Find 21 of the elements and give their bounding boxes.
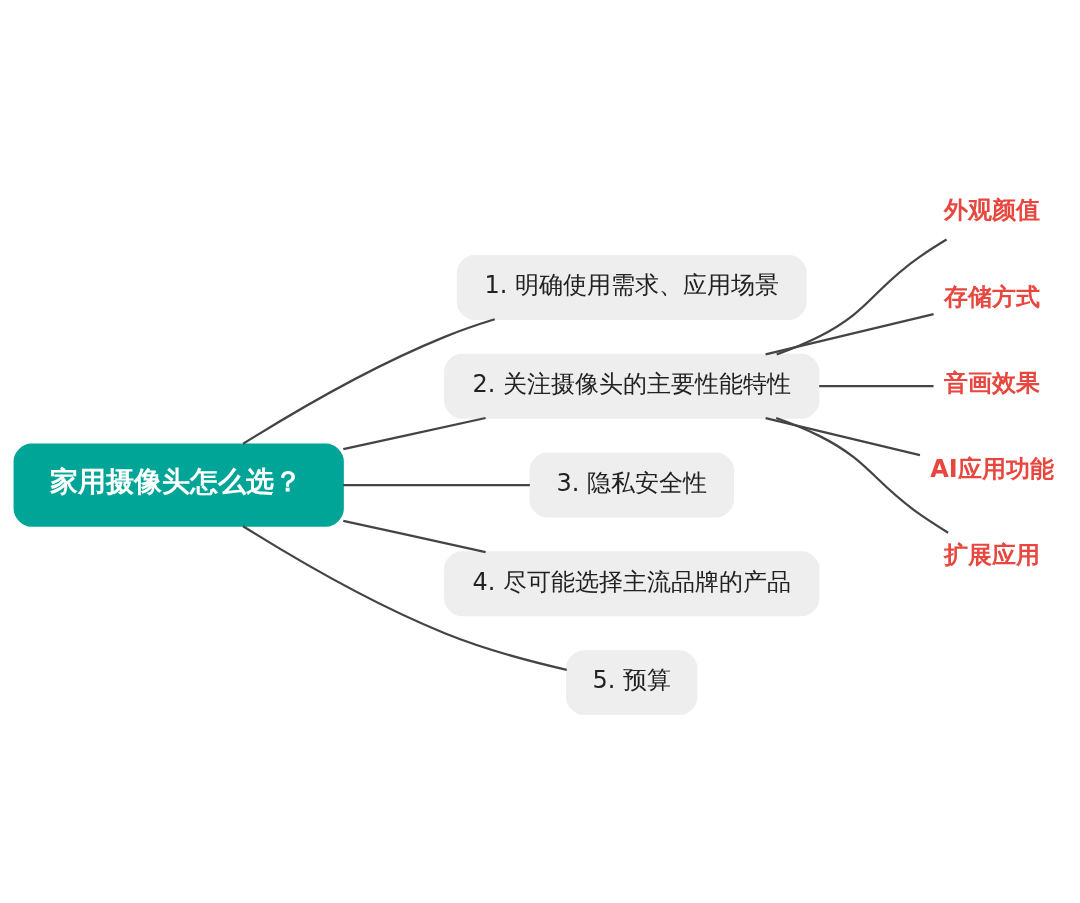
node-text: 外观颜值 bbox=[943, 196, 1040, 225]
connector bbox=[765, 416, 921, 457]
node-text: 音画效果 bbox=[943, 368, 1040, 397]
connector bbox=[242, 318, 496, 445]
node-box: 3. 隐私安全性 bbox=[529, 452, 735, 518]
node-text: 扩展应用 bbox=[943, 540, 1040, 569]
node-box: 家用摄像头怎么选？ bbox=[13, 443, 344, 527]
connector bbox=[776, 238, 948, 356]
node-box: 1. 明确使用需求、应用场景 bbox=[456, 254, 807, 320]
node-box: 2. 关注摄像头的主要性能特性 bbox=[444, 353, 820, 419]
connector bbox=[765, 312, 934, 356]
node-text: 存储方式 bbox=[943, 282, 1040, 311]
node-box: 4. 尽可能选择主流品牌的产品 bbox=[444, 551, 820, 617]
connector bbox=[819, 385, 934, 388]
connector bbox=[343, 519, 486, 554]
connector bbox=[242, 525, 567, 671]
node-box: 5. 预算 bbox=[566, 650, 698, 716]
connector bbox=[343, 416, 486, 451]
node-text: AI应用功能 bbox=[930, 454, 1054, 483]
connector bbox=[343, 483, 530, 487]
connector bbox=[775, 416, 949, 534]
